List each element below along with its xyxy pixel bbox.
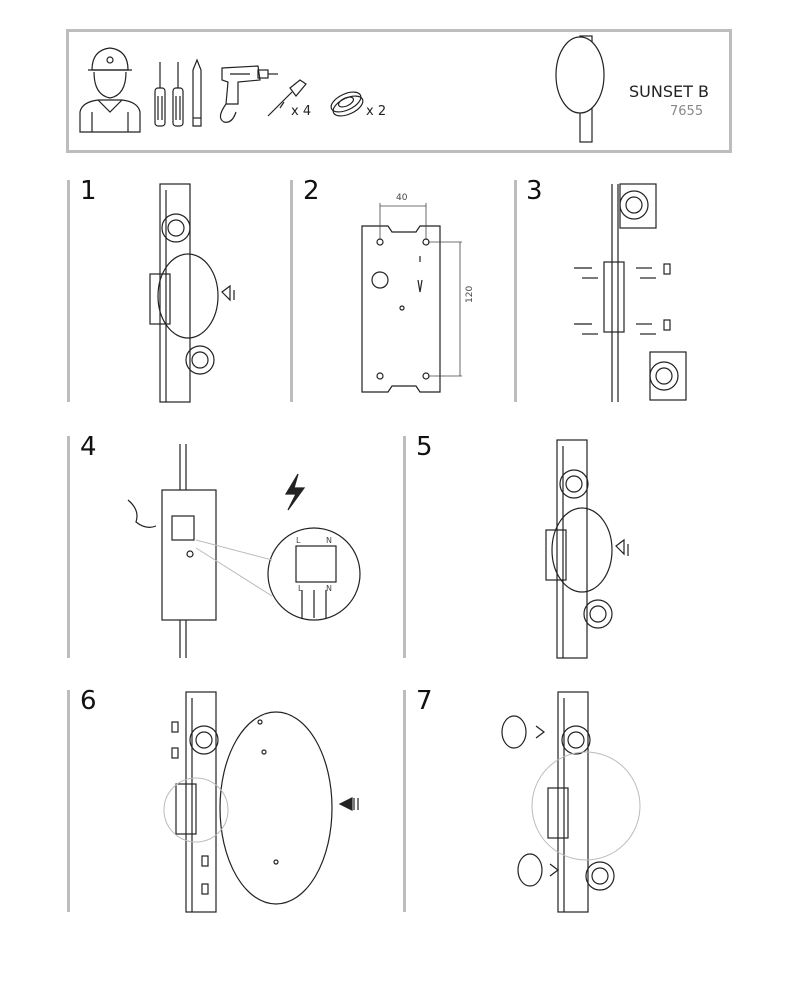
step-number: 2	[303, 176, 320, 206]
product-code: 7655	[670, 104, 704, 119]
step-number: 1	[80, 176, 97, 206]
step-number: 6	[80, 686, 97, 716]
step-divider	[403, 690, 406, 912]
dimension-width: 40	[396, 193, 408, 203]
terminal-label-n: N	[326, 584, 332, 593]
step-divider	[67, 180, 70, 402]
step-number: 3	[526, 176, 543, 206]
step-divider	[290, 180, 293, 402]
step-divider	[67, 690, 70, 912]
step-divider	[67, 436, 70, 658]
dimension-height: 120	[465, 285, 475, 303]
header-panel	[66, 29, 732, 153]
screw-quantity: x 4	[291, 104, 312, 119]
step-number: 4	[80, 432, 97, 462]
terminal-label-l: L	[296, 536, 301, 545]
terminal-label-l: L	[298, 584, 303, 593]
step-number: 5	[416, 432, 433, 462]
product-name: SUNSET B	[629, 82, 709, 101]
step-divider	[403, 436, 406, 658]
step-divider	[514, 180, 517, 402]
terminal-label-n: N	[326, 536, 332, 545]
step-number: 7	[416, 686, 433, 716]
cap-quantity: x 2	[366, 104, 387, 119]
